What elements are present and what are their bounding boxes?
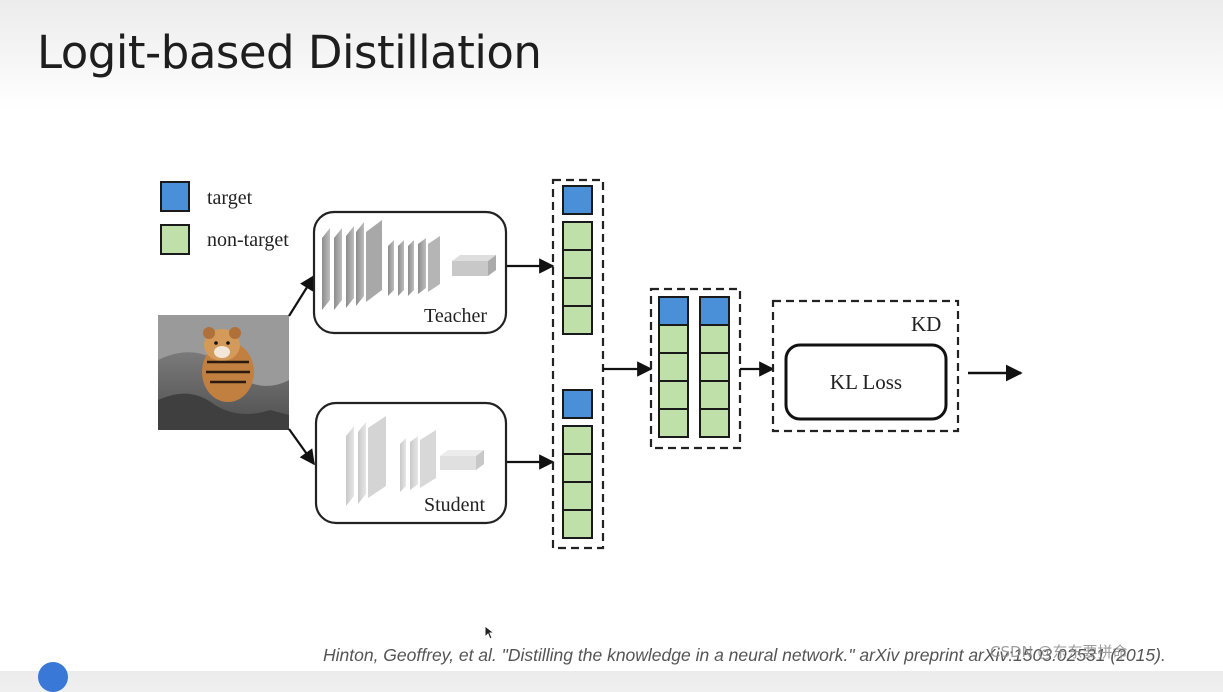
corner-badge (38, 662, 68, 692)
combined-non-target-cell (658, 324, 689, 354)
tiger-photo (158, 315, 289, 430)
logits-container (551, 178, 605, 550)
combined-target-cell (699, 296, 730, 326)
kl-loss-label: KL Loss (830, 370, 902, 394)
student-label: Student (424, 494, 486, 516)
teacher-target-cell (562, 185, 593, 215)
student-non-target-cell (562, 425, 593, 455)
legend-target-swatch (160, 181, 190, 212)
legend-non-target-swatch (160, 224, 190, 255)
teacher-label: Teacher (424, 305, 487, 327)
combined-teacher-column (658, 296, 689, 438)
teacher-non-target-cell (562, 221, 593, 251)
kd-container (771, 299, 960, 433)
kl-loss-box (784, 343, 948, 421)
combined-non-target-cell (658, 380, 689, 410)
student-target-cell (562, 389, 593, 419)
combined-non-target-cell (699, 380, 730, 410)
combined-non-target-cell (699, 352, 730, 382)
teacher-non-target-cell (562, 277, 593, 307)
combined-target-cell (658, 296, 689, 326)
mouse-cursor-icon (484, 625, 496, 640)
teacher-non-target-cell (562, 305, 593, 335)
student-logits (562, 389, 593, 539)
teacher-logits (562, 185, 593, 335)
legend-target-label: target (207, 187, 253, 209)
combined-non-target-cell (699, 408, 730, 438)
watermark: CSDN @东东要拼命 (990, 643, 1128, 661)
arrow-to-student (288, 428, 315, 466)
combined-non-target-cell (699, 324, 730, 354)
distillation-diagram: target non-target (158, 178, 1023, 550)
teacher-model: Teacher (312, 210, 508, 335)
student-model: Student (314, 401, 508, 525)
kd-label: KD (911, 312, 941, 336)
student-non-target-cell (562, 453, 593, 483)
student-non-target-cell (562, 509, 593, 539)
combined-logits-container (649, 287, 742, 450)
arrow-to-teacher (288, 274, 315, 317)
combined-non-target-cell (658, 352, 689, 382)
combined-student-column (699, 296, 730, 438)
legend: target non-target (160, 181, 289, 255)
citation: Hinton, Geoffrey, et al. "Distilling the… (323, 645, 1166, 665)
slide-title: Logit-based Distillation (37, 26, 542, 79)
legend-non-target-label: non-target (207, 229, 289, 251)
teacher-non-target-cell (562, 249, 593, 279)
student-non-target-cell (562, 481, 593, 511)
combined-non-target-cell (658, 408, 689, 438)
